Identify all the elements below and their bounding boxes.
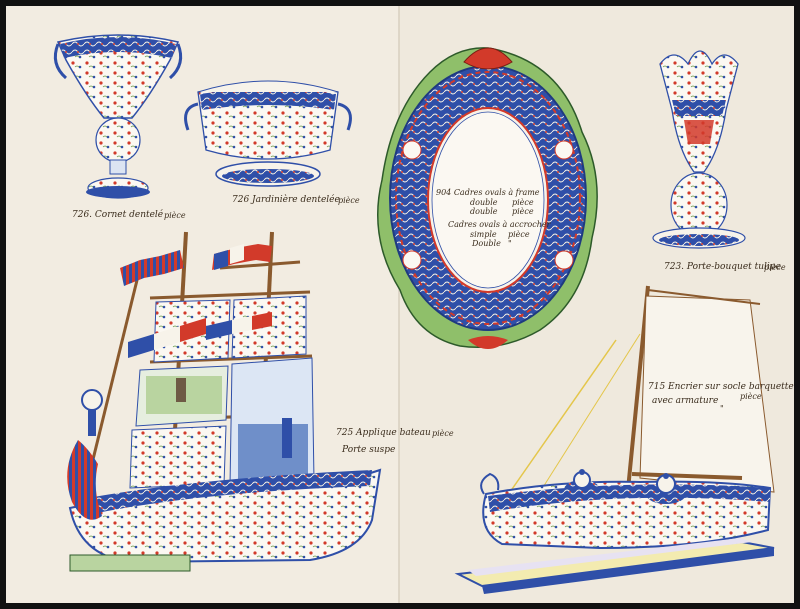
cadre-unit-2: pièce bbox=[512, 207, 534, 216]
cornet-vase-illustration bbox=[53, 34, 183, 199]
jardiniere-illustration bbox=[184, 80, 352, 187]
cadre-line-2: double bbox=[470, 207, 498, 216]
applique-bateau-illustration bbox=[67, 231, 382, 572]
caption-porte-bouquet: 723. Porte-bouquet tulipe bbox=[664, 262, 781, 272]
caption-encrier-sub: avec armature bbox=[652, 396, 719, 406]
cadre-unit-1: pièce bbox=[512, 198, 534, 207]
caption-encrier: 715 Encrier sur socle barquette bbox=[648, 382, 794, 392]
porte-bouquet-tulipe-illustration bbox=[652, 50, 746, 249]
unit-bateau: pièce bbox=[432, 429, 454, 438]
cadre-line-5: Double bbox=[472, 239, 501, 248]
cadre-line-4: simple bbox=[470, 230, 497, 239]
cadre-unit-4: " bbox=[508, 239, 512, 248]
caption-bateau: 725 Applique bateau bbox=[336, 428, 431, 438]
caption-jardiniere: 726 Jardinière dentelée bbox=[232, 195, 340, 205]
cadre-unit-3: pièce bbox=[508, 230, 530, 239]
unit-jardiniere: pièce bbox=[338, 196, 360, 205]
cadre-line-1: double bbox=[470, 198, 498, 207]
caption-cadre: 904 Cadres ovals à frame bbox=[436, 188, 540, 197]
caption-cornet: 726. Cornet dentelé bbox=[72, 210, 164, 220]
caption-bateau-sub: Porte suspe bbox=[342, 445, 396, 455]
unit-encrier: pièce bbox=[740, 392, 762, 401]
unit-cornet: pièce bbox=[164, 211, 186, 220]
oval-frame-illustration bbox=[377, 47, 598, 349]
unit-encrier-2: " bbox=[720, 404, 724, 413]
unit-porte-bouquet: pièce bbox=[764, 263, 786, 272]
encrier-barquette-illustration bbox=[454, 285, 775, 594]
cadre-line-3: Cadres ovals à accrocher bbox=[448, 220, 551, 229]
